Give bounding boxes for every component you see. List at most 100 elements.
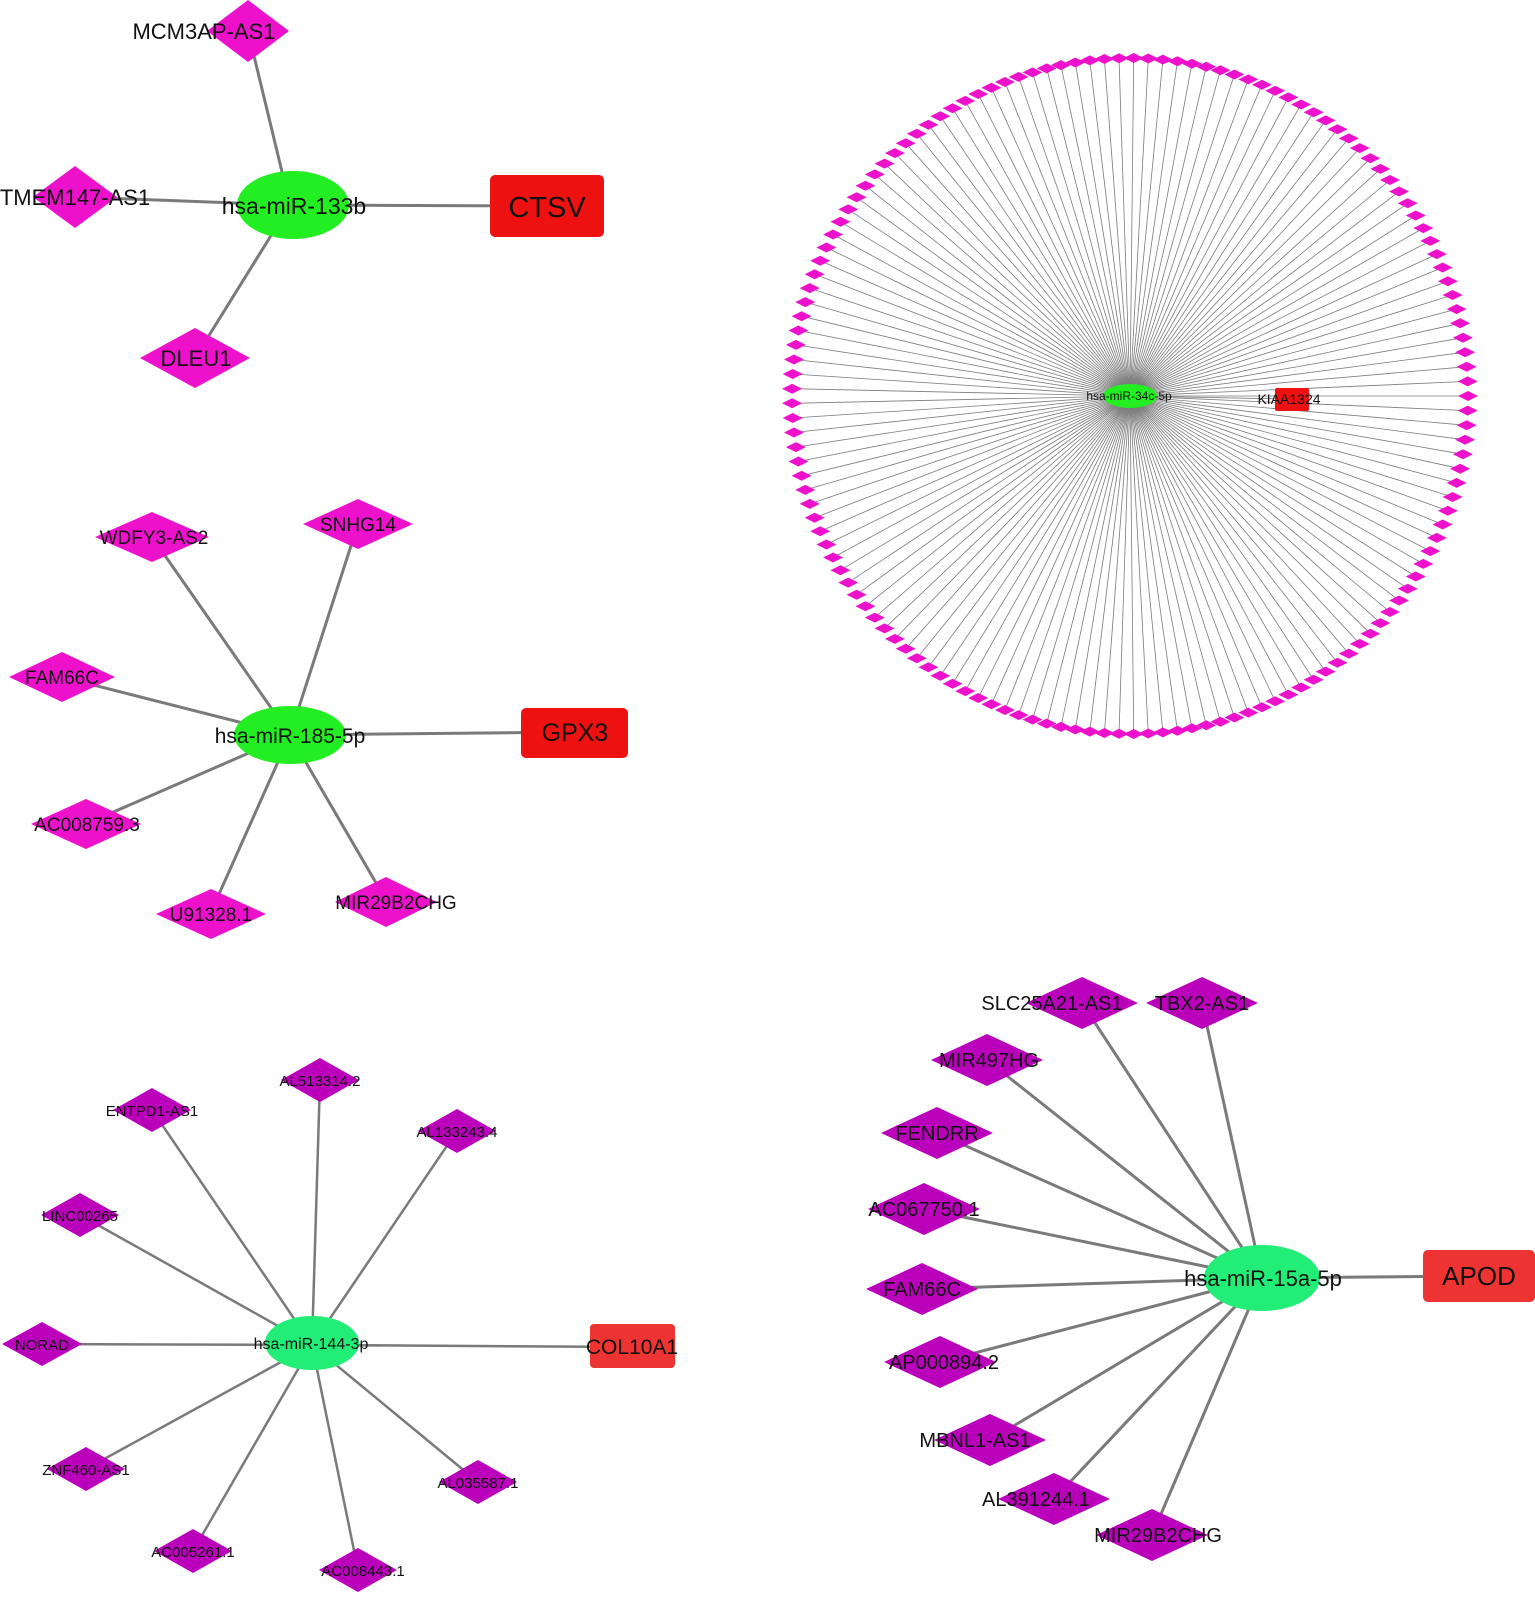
radial-lncrna-node[interactable] xyxy=(1291,99,1312,110)
radial-lncrna-node[interactable] xyxy=(1123,729,1144,739)
radial-lncrna-node[interactable] xyxy=(788,456,809,467)
radial-lncrna-node[interactable] xyxy=(782,398,803,409)
radial-lncrna-node[interactable] xyxy=(918,119,939,130)
radial-lncrna-node[interactable] xyxy=(906,128,927,139)
radial-lncrna-node[interactable] xyxy=(785,442,806,453)
radial-lncrna-node[interactable] xyxy=(1008,71,1029,82)
lncrna-node-snhg14[interactable]: SNHG14 xyxy=(303,499,413,549)
radial-lncrna-node[interactable] xyxy=(1278,689,1299,700)
radial-lncrna-node[interactable] xyxy=(874,158,895,169)
radial-lncrna-node[interactable] xyxy=(1457,405,1478,416)
lncrna-node-wdfy3-as2[interactable]: WDFY3-AS2 xyxy=(95,512,209,562)
radial-lncrna-node[interactable] xyxy=(1167,56,1188,67)
radial-lncrna-node[interactable] xyxy=(1152,54,1173,65)
radial-lncrna-node[interactable] xyxy=(942,678,963,689)
mrna-node-kiaa1324[interactable]: KIAA1324 xyxy=(1257,388,1321,411)
lncrna-node-mir29b2chg[interactable]: MIR29B2CHG xyxy=(335,877,457,927)
radial-lncrna-node[interactable] xyxy=(823,552,844,563)
radial-lncrna-node[interactable] xyxy=(795,297,816,308)
radial-lncrna-node[interactable] xyxy=(1338,648,1359,659)
mirna-node-hsa-mir-144-3p[interactable]: hsa-miR-144-3p xyxy=(254,1316,369,1370)
radial-lncrna-node[interactable] xyxy=(994,77,1015,87)
radial-lncrna-node[interactable] xyxy=(1278,92,1299,103)
radial-lncrna-node[interactable] xyxy=(788,325,809,336)
radial-lncrna-node[interactable] xyxy=(918,662,939,673)
radial-lncrna-node[interactable] xyxy=(1380,607,1400,617)
radial-lncrna-node[interactable] xyxy=(1079,726,1100,737)
radial-lncrna-node[interactable] xyxy=(830,565,851,576)
radial-lncrna-node[interactable] xyxy=(1022,67,1043,78)
radial-lncrna-node[interactable] xyxy=(968,693,989,703)
radial-lncrna-node[interactable] xyxy=(1380,175,1400,185)
radial-lncrna-node[interactable] xyxy=(864,612,885,623)
radial-lncrna-node[interactable] xyxy=(1442,492,1463,502)
radial-lncrna-node[interactable] xyxy=(884,633,905,644)
radial-lncrna-node[interactable] xyxy=(1036,718,1057,729)
radial-lncrna-node[interactable] xyxy=(1251,702,1272,713)
radial-lncrna-node[interactable] xyxy=(884,148,905,159)
mrna-node-ctsv[interactable]: CTSV xyxy=(490,175,604,237)
lncrna-node-ac005261-1[interactable]: AC005261.1 xyxy=(151,1529,235,1573)
lncrna-node-al035587-1[interactable]: AL035587.1 xyxy=(438,1460,519,1504)
radial-lncrna-node[interactable] xyxy=(1123,53,1144,63)
lncrna-node-fam66c[interactable]: FAM66C xyxy=(9,652,115,702)
radial-lncrna-node[interactable] xyxy=(1450,318,1471,329)
radial-lncrna-node[interactable] xyxy=(968,89,989,99)
radial-lncrna-node[interactable] xyxy=(1426,249,1447,260)
radial-lncrna-node[interactable] xyxy=(1349,638,1370,649)
radial-lncrna-node[interactable] xyxy=(864,169,885,180)
radial-lncrna-node[interactable] xyxy=(1450,463,1471,474)
radial-lncrna-node[interactable] xyxy=(930,670,951,681)
radial-lncrna-node[interactable] xyxy=(1224,712,1245,723)
radial-lncrna-node[interactable] xyxy=(782,383,803,394)
radial-lncrna-node[interactable] xyxy=(1167,725,1188,736)
radial-lncrna-node[interactable] xyxy=(955,686,976,697)
radial-lncrna-node[interactable] xyxy=(1397,583,1418,594)
radial-lncrna-node[interactable] xyxy=(1405,571,1426,582)
mrna-node-apod[interactable]: APOD xyxy=(1423,1250,1535,1302)
radial-lncrna-node[interactable] xyxy=(1109,728,1129,739)
lncrna-node-fam66c-2[interactable]: FAM66C xyxy=(866,1263,978,1315)
mrna-node-col10a1[interactable]: COL10A1 xyxy=(586,1324,678,1368)
radial-lncrna-node[interactable] xyxy=(1370,618,1391,629)
radial-lncrna-node[interactable] xyxy=(838,204,859,215)
lncrna-node-mir29b2chg-2[interactable]: MIR29B2CHG xyxy=(1094,1509,1222,1561)
radial-lncrna-node[interactable] xyxy=(1079,55,1100,66)
lncrna-node-ac008759-3[interactable]: AC008759.3 xyxy=(31,799,141,849)
radial-lncrna-node[interactable] xyxy=(1315,115,1336,126)
radial-lncrna-node[interactable] xyxy=(1008,710,1029,721)
radial-lncrna-node[interactable] xyxy=(1109,53,1129,64)
radial-lncrna-node[interactable] xyxy=(1315,666,1336,677)
radial-lncrna-node[interactable] xyxy=(1196,61,1217,72)
radial-lncrna-node[interactable] xyxy=(1426,532,1447,543)
radial-lncrna-node[interactable] xyxy=(1446,477,1467,488)
radial-lncrna-node[interactable] xyxy=(1196,720,1217,731)
lncrna-node-dleu1[interactable]: DLEU1 xyxy=(140,328,250,388)
radial-lncrna-node[interactable] xyxy=(1065,57,1086,68)
lncrna-node-al133243-4[interactable]: AL133243.4 xyxy=(417,1109,498,1153)
radial-lncrna-node[interactable] xyxy=(791,470,812,481)
radial-lncrna-node[interactable] xyxy=(906,653,927,664)
radial-lncrna-node[interactable] xyxy=(1413,558,1434,569)
radial-lncrna-node[interactable] xyxy=(1265,696,1286,707)
lncrna-node-norad[interactable]: NORAD xyxy=(2,1322,82,1366)
radial-lncrna-node[interactable] xyxy=(823,229,844,240)
radial-lncrna-node[interactable] xyxy=(816,539,837,550)
radial-lncrna-node[interactable] xyxy=(846,589,867,600)
radial-lncrna-node[interactable] xyxy=(791,311,812,322)
radial-lncrna-node[interactable] xyxy=(1036,63,1057,74)
mirna-node-hsa-mir-34c-5p[interactable]: hsa-miR-34c-5p xyxy=(1086,384,1172,408)
radial-lncrna-node[interactable] xyxy=(1152,727,1173,738)
radial-lncrna-node[interactable] xyxy=(1303,107,1324,118)
radial-lncrna-node[interactable] xyxy=(782,369,803,379)
radial-lncrna-node[interactable] xyxy=(1238,707,1259,718)
lncrna-node-al513314-2[interactable]: AL513314.2 xyxy=(280,1058,361,1102)
radial-lncrna-node[interactable] xyxy=(1456,361,1477,372)
radial-lncrna-node[interactable] xyxy=(1413,223,1434,234)
radial-lncrna-node[interactable] xyxy=(895,138,916,149)
radial-lncrna-node[interactable] xyxy=(955,95,976,106)
radial-lncrna-node[interactable] xyxy=(1360,628,1381,639)
mrna-node-gpx3[interactable]: GPX3 xyxy=(521,708,628,758)
radial-lncrna-node[interactable] xyxy=(981,699,1002,710)
radial-lncrna-node[interactable] xyxy=(1432,262,1453,273)
